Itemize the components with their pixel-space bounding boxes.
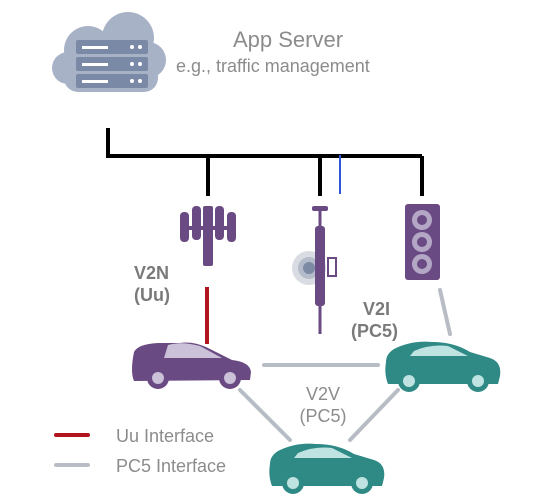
- v2v-label-line2: (PC5): [299, 406, 347, 426]
- v2n-label: V2N (Uu): [134, 262, 170, 306]
- v2i-label: V2I (PC5): [351, 298, 398, 342]
- v2i-label-line2: (PC5): [351, 321, 399, 341]
- teal-car-icon: [269, 443, 385, 494]
- server-title: App Server: [233, 27, 344, 52]
- teal-car-icon: [385, 341, 501, 392]
- v2v-label: V2V (PC5): [290, 383, 356, 427]
- v2i-label-line1: V2I: [363, 299, 391, 319]
- v2n-label-line1: V2N: [134, 263, 170, 283]
- legend-pc5-label: PC5 Interface: [116, 456, 227, 476]
- legend-uu-label: Uu Interface: [116, 426, 215, 446]
- cell-tower-icon: [180, 206, 236, 266]
- v2v-label-line1: V2V: [305, 384, 341, 404]
- pc5-links: [238, 288, 452, 442]
- rsu-antenna-icon: [292, 206, 337, 334]
- v2n-label-line2: (Uu): [134, 285, 170, 305]
- legend-pc5-swatch: [54, 463, 90, 467]
- cloud-server-icon: [52, 12, 166, 92]
- server-subtitle: e.g., traffic management: [176, 56, 370, 76]
- purple-car-icon: [132, 342, 251, 389]
- backbone-network: [106, 128, 424, 196]
- traffic-light-icon: [405, 204, 440, 280]
- legend-uu-swatch: [54, 433, 90, 437]
